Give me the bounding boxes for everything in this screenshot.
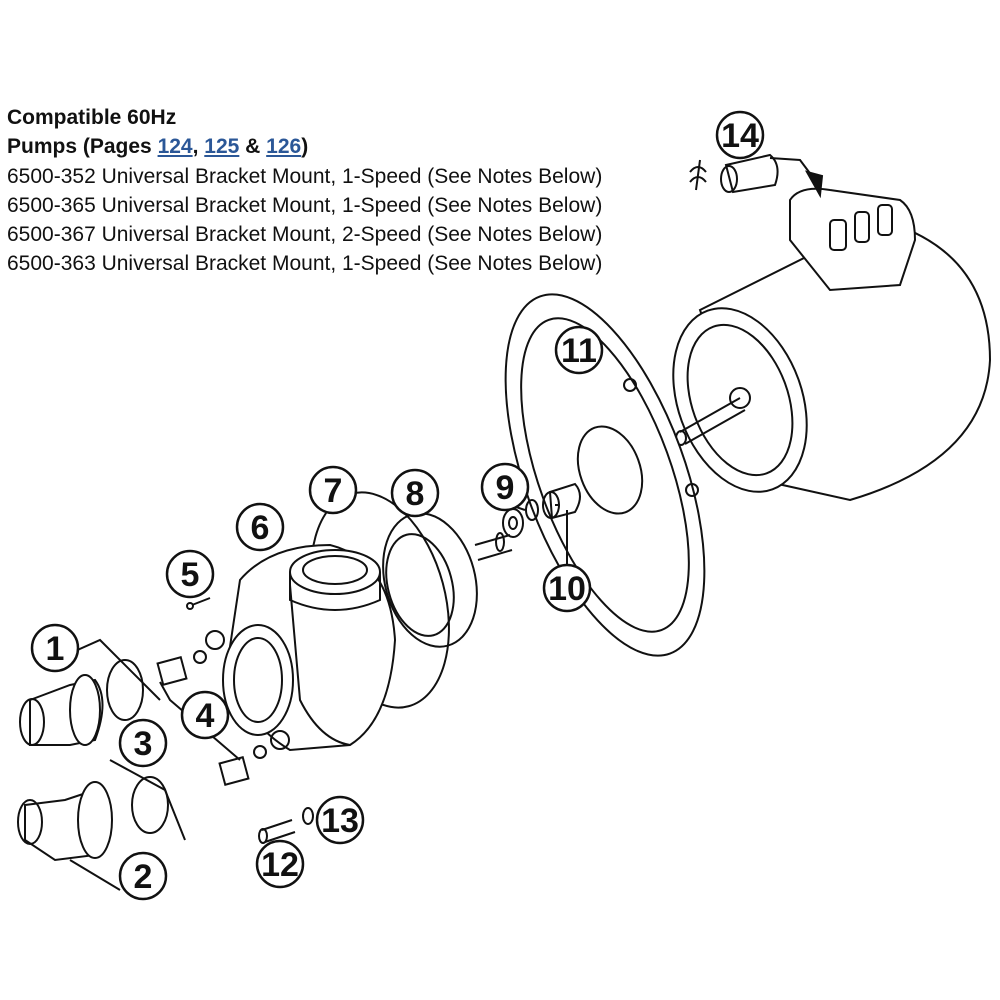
unions <box>17 638 186 891</box>
heading-line1: Compatible 60Hz <box>7 106 177 129</box>
svg-text:6: 6 <box>251 509 270 547</box>
svg-text:4: 4 <box>196 697 215 735</box>
compatible-pumps-text: Compatible 60Hz Pumps (Pages 124, 125 & … <box>7 103 602 279</box>
callout-5: 5 <box>165 549 215 599</box>
seal-plate <box>504 293 706 657</box>
pump-volute <box>205 543 397 752</box>
callout-10: 10 <box>542 563 592 613</box>
model-line: 6500-363 Universal Bracket Mount, 1-Spee… <box>7 252 603 276</box>
callout-3: 3 <box>118 718 168 768</box>
svg-text:11: 11 <box>561 332 597 370</box>
svg-text:7: 7 <box>324 472 343 510</box>
small-parts <box>156 597 314 844</box>
model-line: 6500-365 Universal Bracket Mount, 1-Spee… <box>7 193 603 217</box>
capacitor <box>689 153 824 199</box>
svg-text:5: 5 <box>181 556 200 594</box>
svg-text:10: 10 <box>548 570 586 608</box>
sep: & <box>239 135 267 159</box>
heading-suffix: ) <box>301 135 309 159</box>
svg-text:9: 9 <box>496 469 515 507</box>
callout-1: 1 <box>30 623 80 673</box>
shaft-seal <box>502 482 581 538</box>
model-line: 6500-352 Universal Bracket Mount, 1-Spee… <box>7 164 603 188</box>
callout-8: 8 <box>390 468 440 518</box>
callout-9: 9 <box>480 462 530 512</box>
page-link-124[interactable]: 124 <box>157 135 193 159</box>
callout-12: 12 <box>255 839 305 889</box>
svg-text:1: 1 <box>46 630 65 668</box>
svg-text:14: 14 <box>721 117 759 155</box>
callout-6: 6 <box>235 502 285 552</box>
svg-text:2: 2 <box>134 858 153 896</box>
callout-7: 7 <box>308 465 358 515</box>
callout-13: 13 <box>315 795 365 845</box>
model-line: 6500-367 Universal Bracket Mount, 2-Spee… <box>7 223 603 247</box>
svg-text:8: 8 <box>406 475 425 513</box>
callout-11: 11 <box>554 325 604 375</box>
callout-4: 4 <box>180 690 230 740</box>
svg-text:13: 13 <box>321 802 359 840</box>
sep: , <box>192 135 205 159</box>
callout-14: 14 <box>715 110 765 160</box>
heading-prefix: Pumps (Pages <box>7 135 158 159</box>
svg-text:3: 3 <box>134 725 153 763</box>
motor <box>672 187 992 502</box>
page-link-125[interactable]: 125 <box>204 135 240 159</box>
svg-text:12: 12 <box>261 846 299 884</box>
callout-2: 2 <box>118 851 168 901</box>
page-link-126[interactable]: 126 <box>266 135 302 159</box>
heading-line2: Pumps (Pages 124, 125 & 126) <box>7 132 602 161</box>
